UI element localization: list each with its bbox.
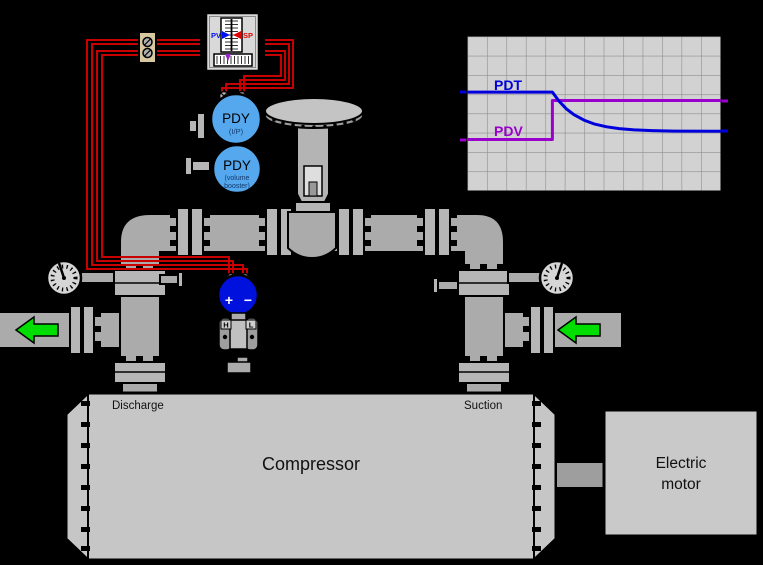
flow-arrow-suction — [556, 315, 601, 345]
compressor: Discharge Suction Compressor — [64, 391, 558, 562]
pdv-series-label: PDV — [494, 123, 523, 139]
booster-fitting — [184, 156, 193, 176]
gauge-stub-left — [80, 271, 115, 284]
discharge-label: Discharge — [112, 400, 164, 412]
flow-arrows — [14, 315, 601, 345]
motor-label-line1: Electric — [656, 455, 707, 472]
booster-circle — [211, 143, 263, 195]
compressor-bolts — [81, 401, 541, 551]
volume-booster: PDY (volume booster) — [184, 143, 263, 195]
sp-label: SP — [243, 31, 253, 40]
low-port-label: L — [249, 321, 254, 330]
booster-subtitle-1: (volume — [225, 175, 250, 182]
pressure-tap-right — [437, 280, 459, 291]
bulkhead-fitting — [138, 31, 157, 64]
pdt-curve — [466, 90, 722, 133]
valve-stem — [308, 181, 318, 197]
chart-grid — [467, 36, 721, 191]
motor-body — [602, 408, 760, 538]
flange-pair-4 — [417, 207, 457, 257]
ip-tag: PDY — [222, 111, 250, 126]
compressor-body — [64, 391, 558, 562]
booster-subtitle-2: booster) — [224, 183, 250, 190]
flange-pair-1 — [170, 207, 210, 257]
suction-label: Suction — [464, 400, 502, 412]
pressure-gauges — [45, 259, 576, 297]
compressor-label: Compressor — [262, 454, 360, 474]
pdv-curve — [466, 99, 722, 141]
signal-chart: PDT PDV — [460, 33, 728, 194]
control-valve — [264, 97, 364, 213]
actuator-bolts — [272, 118, 356, 129]
motor-shaft — [555, 461, 605, 489]
manifold-block — [226, 361, 252, 374]
left-elbow — [119, 213, 178, 273]
motor-label-line2: motor — [661, 476, 701, 493]
gauge-stub-right — [507, 271, 543, 284]
valve-body — [287, 211, 337, 260]
flow-arrow-discharge — [14, 315, 59, 345]
booster-tag: PDY — [223, 158, 251, 173]
dp-transmitter: + − H L — [216, 272, 260, 374]
flange-pair-3 — [331, 207, 371, 257]
output-pointer — [225, 54, 231, 61]
pressure-gauge-right — [538, 259, 576, 297]
valve-bonnet — [294, 201, 332, 213]
ip-converter: PDY (I/P) — [188, 90, 263, 146]
actuator-dome — [264, 97, 364, 125]
pv-label: PV — [211, 31, 221, 40]
controller-output-scale — [213, 53, 253, 67]
right-elbow — [449, 213, 505, 273]
pressure-gauge-left — [45, 259, 83, 297]
pv-pointer — [222, 31, 230, 39]
piping — [0, 207, 623, 396]
electric-motor: Electric motor — [555, 408, 760, 538]
ip-fitting — [188, 119, 198, 133]
transmitter-plus: + — [225, 292, 233, 308]
ip-subtitle: (I/P) — [229, 127, 244, 136]
high-port-label: H — [223, 321, 228, 330]
transmitter-minus: − — [244, 292, 252, 308]
transmitter-body — [229, 319, 248, 350]
suction-leg — [432, 264, 623, 396]
controller: PV SP — [200, 11, 265, 73]
signal-lines — [86, 39, 294, 275]
gauge-needle — [57, 262, 66, 279]
sp-pointer — [233, 31, 241, 39]
gauge-needle — [555, 262, 564, 279]
pdt-series-label: PDT — [494, 77, 522, 93]
discharge-leg — [0, 264, 184, 396]
